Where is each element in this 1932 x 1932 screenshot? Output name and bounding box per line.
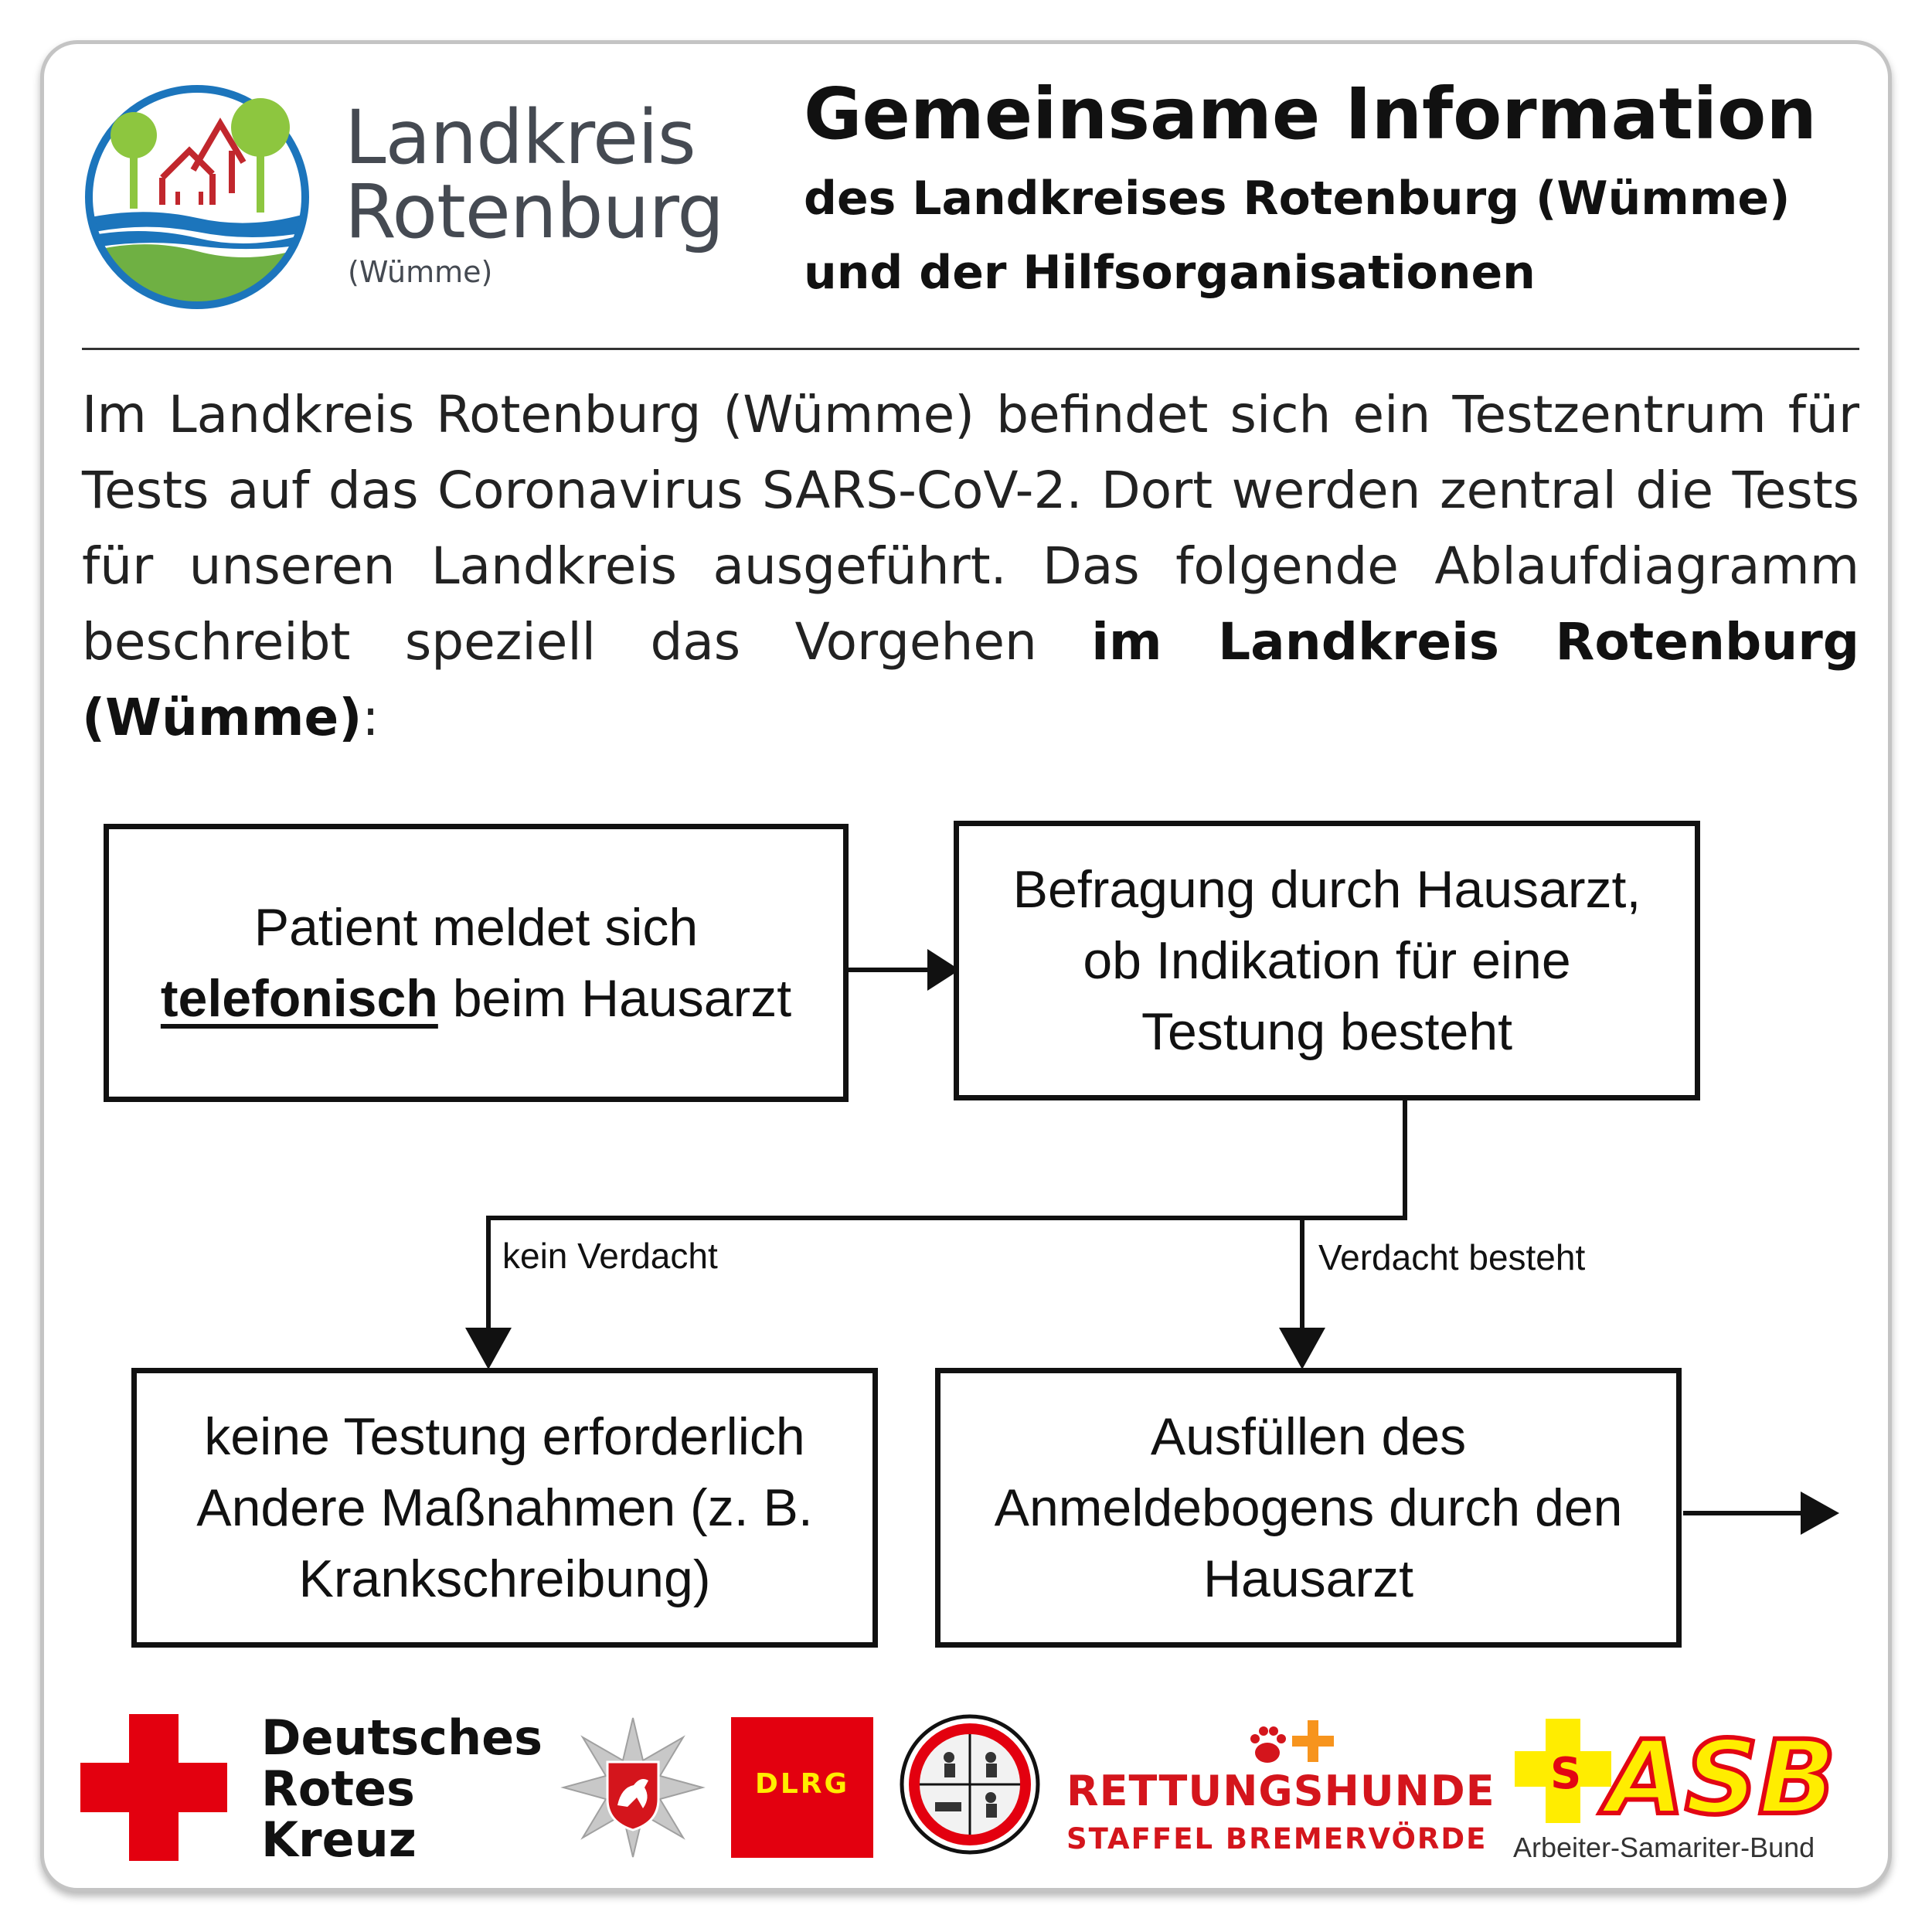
dlrg-text: DLRG	[754, 1768, 850, 1800]
branch-label-suspicion: Verdacht besteht	[1318, 1237, 1586, 1277]
police-star-icon	[560, 1717, 706, 1858]
drk-text: Deutsches Rotes Kreuz	[261, 1713, 543, 1866]
box3-line1: keine Testung erforderlich	[204, 1407, 805, 1466]
rettungshunde-subtitle: STAFFEL BREMERVÖRDE	[1066, 1822, 1488, 1855]
logo-text-rotenburg: Rotenburg	[345, 168, 724, 255]
intro-bold: im Landkreis Roten­burg (Wümme)	[82, 612, 1859, 747]
box1-rest: beim Hausarzt	[437, 969, 792, 1028]
box4-line3: Hausarzt	[1202, 1549, 1414, 1608]
dlrg-logo	[731, 1717, 873, 1858]
rettungshunde-title: RETTUNGSHUNDE	[1066, 1767, 1495, 1815]
box2-line3: Testung besteht	[1141, 1002, 1513, 1061]
header-divider	[82, 348, 1859, 350]
svg-text:S: S	[1550, 1749, 1581, 1799]
logo-text-landkreis: Landkreis	[345, 94, 696, 181]
asb-logo: S ASB	[1515, 1719, 1838, 1827]
box2-line1: Befragung durch Hausarzt,	[1012, 860, 1641, 919]
box3-line3: Krankschreibung)	[298, 1549, 711, 1608]
landkreis-logo-emblem	[85, 85, 309, 309]
page-subtitle-1: des Landkreises Rotenburg (Wümme)	[804, 172, 1791, 226]
box4-line1: Ausfüllen des	[1150, 1407, 1467, 1466]
box4-line2: Anmeldebogens durch den	[994, 1478, 1623, 1537]
box2-line2: ob Indikation für eine	[1083, 931, 1571, 990]
red-cross-icon	[80, 1714, 227, 1861]
logo-text-wuemme: (Wümme)	[348, 255, 493, 289]
drk-line2: Rotes	[261, 1760, 415, 1817]
asb-letters: ASB	[1599, 1719, 1836, 1827]
box1-line1: Patient meldet sich	[253, 898, 699, 957]
box1-underlined: telefonisch	[160, 969, 438, 1028]
branch-label-no-suspicion: kein Verdacht	[502, 1236, 718, 1276]
box3-line2: Andere Maßnahmen (z. B.	[196, 1478, 813, 1537]
drk-line3: Kreuz	[261, 1811, 417, 1868]
paw-plus-icon	[1250, 1720, 1334, 1763]
fire-brigade-icon	[900, 1714, 1040, 1855]
intro-text: Im Landkreis Rotenburg (Wümme) befindet …	[82, 385, 1859, 672]
page-subtitle-2: und der Hilfsorganisationen	[804, 246, 1536, 300]
asb-name: Arbeiter-Samariter-Bund	[1513, 1832, 1815, 1863]
flow-box-doctor-interview: Befragung durch Hausarzt, ob Indikation f…	[954, 821, 1700, 1100]
flow-box-patient-call: Patient meldet sich telefonisch beim Haus…	[104, 824, 849, 1102]
intro-end: :	[362, 688, 379, 747]
intro-paragraph: Im Landkreis Rotenburg (Wümme) befindet …	[82, 377, 1859, 756]
drk-line1: Deutsches	[261, 1709, 543, 1766]
page-title: Gemeinsame Information	[804, 73, 1817, 155]
